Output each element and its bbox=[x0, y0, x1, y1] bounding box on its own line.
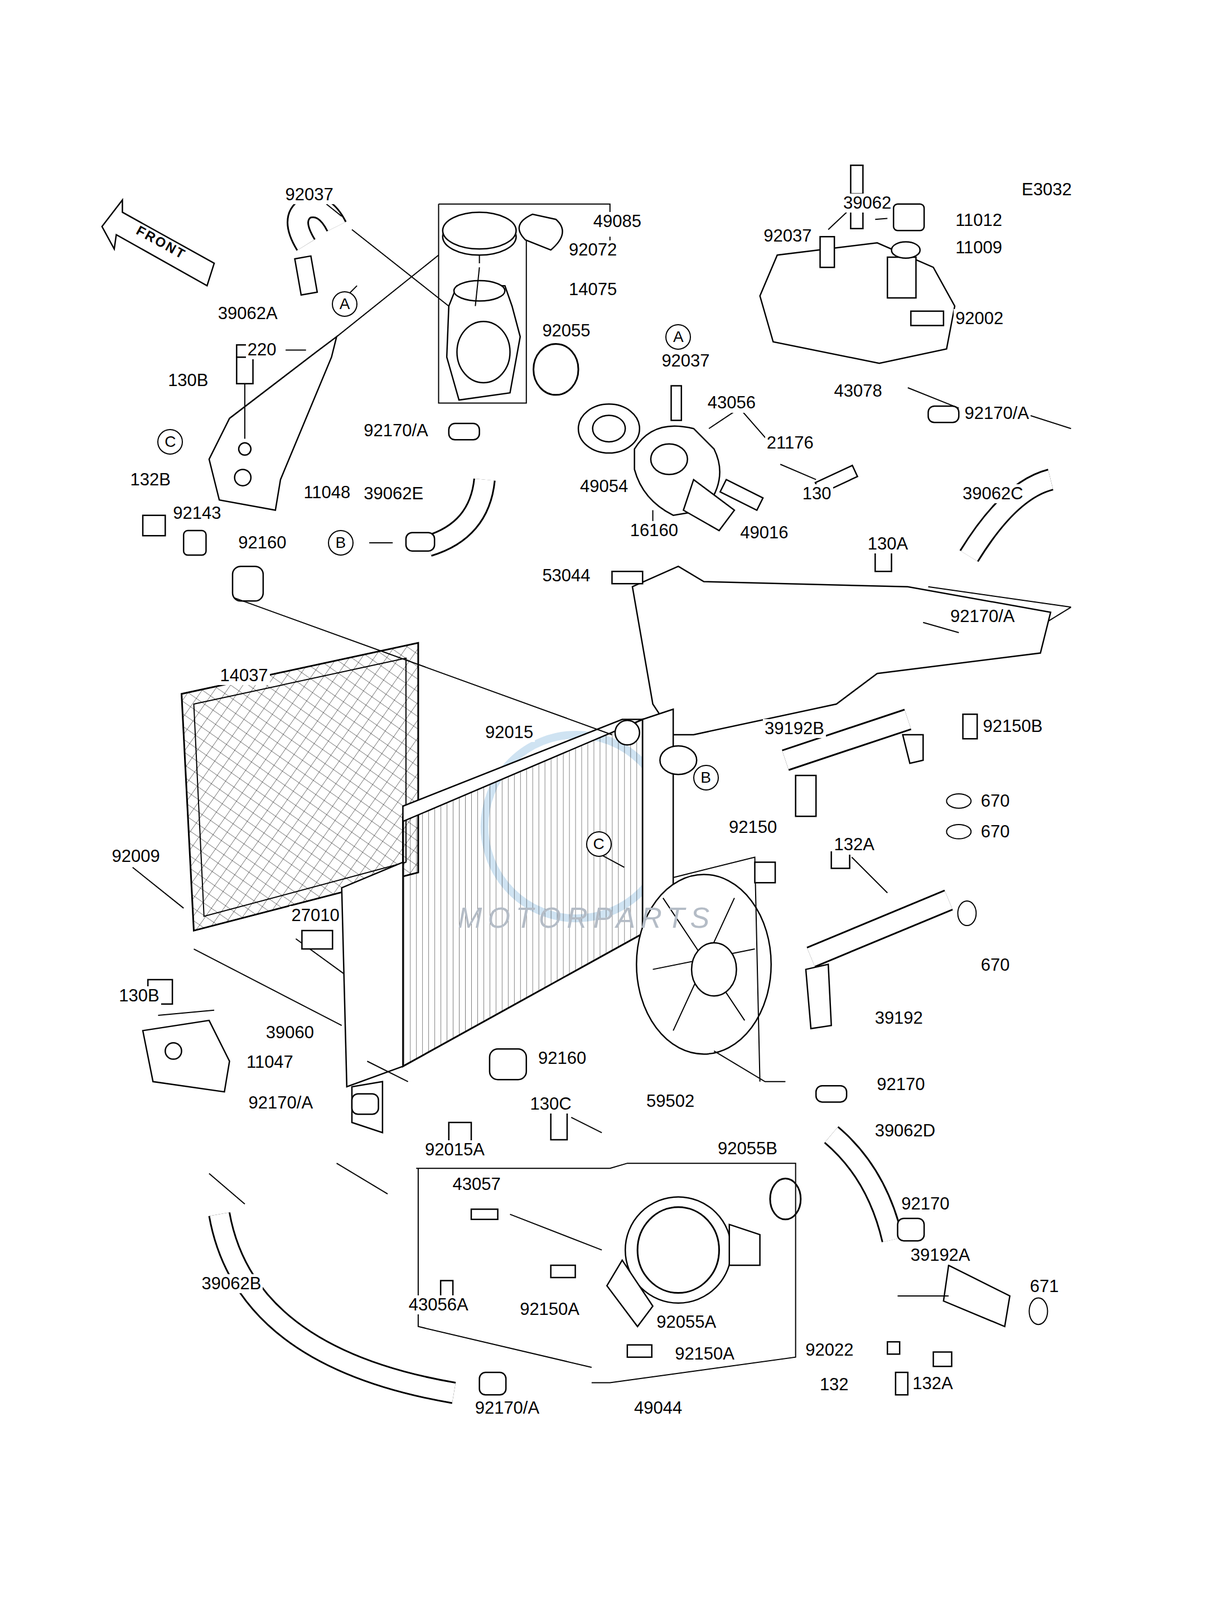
reference-letter: A bbox=[673, 329, 684, 345]
reference-circle: C bbox=[157, 428, 183, 455]
callout-number: 11012 bbox=[953, 210, 1004, 230]
callout-number: 39062C bbox=[960, 484, 1026, 504]
reference-letter: C bbox=[593, 835, 605, 852]
callout-number: 92170 bbox=[875, 1074, 927, 1094]
callout-number: 11048 bbox=[301, 482, 352, 502]
callout-number: 92160 bbox=[236, 533, 288, 553]
callout-number: 49016 bbox=[738, 523, 790, 543]
callout-number: 39192B bbox=[762, 718, 826, 738]
reference-circle: A bbox=[665, 324, 691, 350]
callout-number: 92015 bbox=[483, 722, 535, 742]
callout-number: 132B bbox=[128, 470, 172, 490]
callout-number: 670 bbox=[979, 822, 1012, 841]
callout-number: 92037 bbox=[283, 185, 335, 205]
callout-number: 14037 bbox=[218, 665, 270, 685]
watermark: MOTORPARTS bbox=[456, 902, 717, 935]
callout-number: 43078 bbox=[832, 380, 884, 400]
callout-number: 39060 bbox=[264, 1022, 316, 1042]
callout-number: 92150 bbox=[727, 817, 779, 837]
callout-number: 130 bbox=[800, 484, 834, 504]
callout-number: 92143 bbox=[171, 503, 223, 523]
front-arrow bbox=[102, 200, 215, 287]
direction-label: FRONT bbox=[132, 222, 190, 264]
callout-number: 49054 bbox=[578, 476, 630, 496]
callout-number: 132 bbox=[818, 1374, 851, 1394]
reference-letter: A bbox=[339, 296, 351, 312]
callout-number: 130B bbox=[166, 370, 210, 390]
callout-number: 39192 bbox=[873, 1008, 925, 1028]
cover-plate bbox=[632, 566, 1051, 735]
bracket bbox=[209, 254, 439, 510]
reference-letter: C bbox=[164, 433, 176, 450]
callout-number: 53044 bbox=[540, 566, 592, 586]
callout-number: 92170/A bbox=[963, 403, 1032, 423]
callout-number: 39062E bbox=[361, 484, 425, 504]
callout-number: 21176 bbox=[765, 433, 816, 453]
callout-number: 92009 bbox=[110, 846, 162, 866]
callout-number: 92170/A bbox=[247, 1093, 316, 1113]
callout-number: 43056A bbox=[407, 1294, 471, 1314]
callout-number: 49044 bbox=[632, 1398, 684, 1418]
cooling-fan bbox=[636, 856, 786, 1081]
reference-circle: B bbox=[327, 529, 354, 556]
thermostat-housing bbox=[634, 385, 817, 531]
callout-number: 92170/A bbox=[473, 1398, 542, 1418]
callout-number: 130A bbox=[866, 534, 910, 554]
diagram-code: E3032 bbox=[1020, 180, 1074, 200]
callout-number: 43056 bbox=[706, 393, 758, 413]
reservoir-tank bbox=[760, 165, 955, 364]
callout-number: 16160 bbox=[628, 520, 680, 540]
reference-circle: A bbox=[331, 291, 358, 317]
callout-number: 132A bbox=[910, 1373, 955, 1393]
callout-number: 92170 bbox=[899, 1194, 951, 1213]
reference-circle: B bbox=[693, 764, 719, 791]
callout-number: 671 bbox=[1028, 1276, 1061, 1296]
callout-number: 92037 bbox=[761, 225, 814, 245]
callout-number: 92002 bbox=[953, 308, 1005, 328]
callout-number: 43057 bbox=[450, 1174, 502, 1194]
callout-number: 11009 bbox=[953, 238, 1004, 258]
callout-number: 92022 bbox=[803, 1340, 855, 1360]
callout-number: 92170/A bbox=[361, 421, 430, 441]
callout-number: 670 bbox=[979, 955, 1012, 975]
callout-number: 92055B bbox=[716, 1138, 780, 1158]
callout-number: 14075 bbox=[567, 279, 619, 299]
strap bbox=[519, 214, 563, 250]
callout-number: 59502 bbox=[644, 1090, 696, 1110]
callout-number: 11047 bbox=[244, 1052, 296, 1072]
callout-number: 39062 bbox=[841, 193, 893, 213]
water-pump bbox=[416, 1107, 801, 1383]
callout-number: 130C bbox=[528, 1094, 573, 1114]
callout-number: 130B bbox=[117, 985, 161, 1005]
callout-number: 132A bbox=[832, 834, 876, 854]
reference-circle: C bbox=[586, 830, 612, 857]
callout-number: 92160 bbox=[536, 1048, 588, 1068]
callout-number: 92150B bbox=[981, 716, 1045, 736]
callout-number: 92150A bbox=[518, 1299, 582, 1319]
reference-letter: B bbox=[700, 769, 712, 786]
bracket bbox=[142, 1020, 230, 1092]
callout-number: 92055A bbox=[654, 1312, 718, 1332]
callout-number: 92055 bbox=[540, 321, 592, 341]
reference-letter: B bbox=[335, 534, 347, 551]
callout-number: 39062A bbox=[216, 303, 280, 323]
callout-number: 27010 bbox=[289, 905, 341, 925]
callout-number: 49085 bbox=[591, 211, 644, 231]
callout-number: 92170/A bbox=[948, 606, 1017, 626]
callout-number: 92072 bbox=[567, 240, 619, 260]
callout-number: 92015A bbox=[423, 1139, 487, 1159]
callout-number: 92150A bbox=[673, 1344, 737, 1363]
callout-number: 39062B bbox=[199, 1273, 263, 1293]
callout-number: 670 bbox=[979, 791, 1012, 811]
callout-number: 39192A bbox=[909, 1245, 973, 1265]
callout-number: 92037 bbox=[659, 351, 712, 371]
filler-neck bbox=[438, 204, 610, 404]
callout-number: 220 bbox=[245, 340, 279, 360]
callout-number: 39062D bbox=[873, 1120, 938, 1140]
